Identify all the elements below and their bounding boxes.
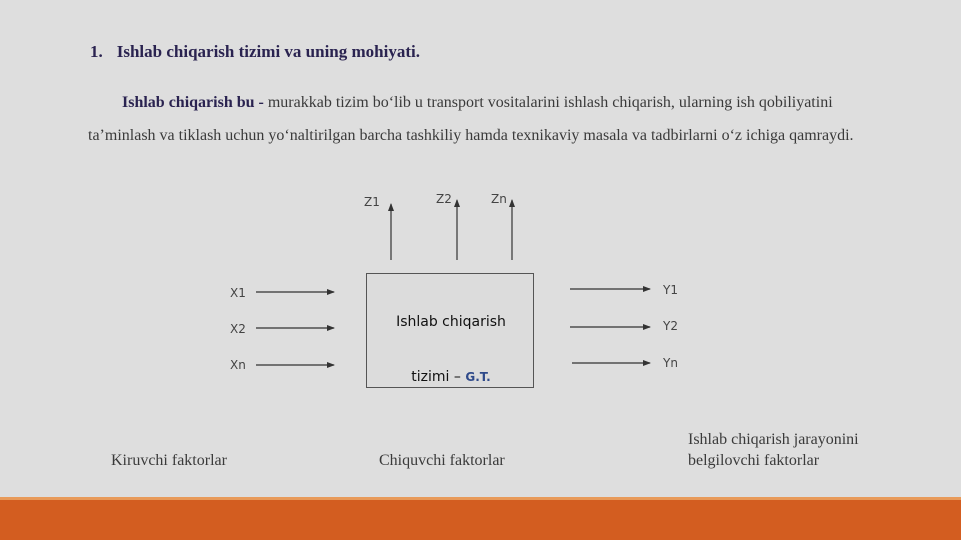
- section-title: Ishlab chiqarish tizimi va uning mohiyat…: [116, 42, 420, 61]
- system-code: G.T.: [465, 370, 491, 384]
- production-system-box: Ishlab chiqarish tizimi – G.T.: [366, 273, 534, 388]
- definition-paragraph: Ishlab chiqarish bu - murakkab tizim bo‘…: [88, 86, 888, 152]
- y2-label: Y2: [662, 319, 678, 333]
- z1-label: Z1: [364, 195, 380, 209]
- z2-label: Z2: [436, 192, 452, 206]
- yn-label: Yn: [662, 356, 678, 370]
- output-factors-label: Chiquvchi faktorlar: [379, 452, 505, 469]
- definition-body: murakkab tizim bo‘lib u transport vosita…: [88, 94, 854, 144]
- process-factors-label: Ishlab chiqarish jarayonini belgilovchi …: [688, 431, 859, 469]
- system-title-line1: Ishlab chiqarish: [396, 314, 506, 330]
- y1-label: Y1: [662, 283, 678, 297]
- section-heading: 1. Ishlab chiqarish tizimi va uning mohiy…: [90, 42, 420, 62]
- section-number: 1.: [90, 42, 103, 61]
- zn-label: Zn: [491, 192, 507, 206]
- x1-label: X1: [230, 286, 246, 300]
- input-factors-label: Kiruvchi faktorlar: [111, 452, 227, 469]
- definition-lead: Ishlab chiqarish bu -: [122, 94, 264, 111]
- xn-label: Xn: [230, 358, 246, 372]
- system-title-text: tizimi –: [411, 369, 466, 385]
- x2-label: X2: [230, 322, 246, 336]
- bottom-band: [0, 497, 961, 540]
- system-title-line2: tizimi – G.T.: [367, 369, 535, 385]
